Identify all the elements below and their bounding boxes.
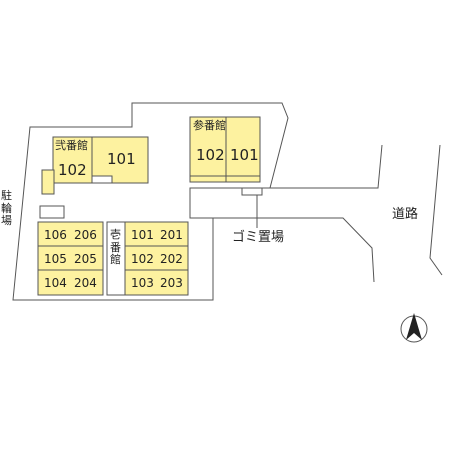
building-ni-extension <box>41 169 55 195</box>
building-san <box>189 116 261 183</box>
ichi-west-row-2-a: 105 <box>44 252 67 266</box>
ichi-west-row-1-a: 106 <box>44 228 67 242</box>
ichi-west-row-1-b: 206 <box>74 228 97 242</box>
building-ichi-east <box>124 221 189 296</box>
ichi-east-row-2-b: 202 <box>160 252 183 266</box>
building-ni-unit-102: 102 <box>58 161 87 179</box>
ichi-east-row-1-a: 101 <box>131 228 154 242</box>
building-ichi-west <box>37 221 104 296</box>
building-ichi-name: 壱 番 館 <box>109 228 122 267</box>
parking-label: 駐 輪 場 <box>0 189 13 228</box>
building-ni-name: 弐番館 <box>55 139 88 152</box>
building-ni-unit-101: 101 <box>107 150 136 168</box>
garbage-label: ゴミ置場 <box>232 230 285 245</box>
building-san-unit-101: 101 <box>230 146 259 164</box>
building-ni-main <box>52 136 149 184</box>
north-arrow-icon <box>400 313 428 343</box>
ichi-east-row-1-b: 201 <box>160 228 183 242</box>
parking-label-text: 駐 輪 場 <box>1 189 12 228</box>
ichi-east-row-3-a: 103 <box>131 276 154 290</box>
road-label: 道路 <box>392 207 419 222</box>
ichi-east-row-3-b: 203 <box>160 276 183 290</box>
ichi-west-row-2-b: 205 <box>74 252 97 266</box>
building-san-unit-102: 102 <box>196 146 225 164</box>
ichi-west-row-3-a: 104 <box>44 276 67 290</box>
road-edge-east <box>429 144 443 276</box>
ichi-east-row-2-a: 102 <box>131 252 154 266</box>
site-boundary <box>12 102 289 301</box>
building-ichi-name-text: 壱 番 館 <box>110 228 121 267</box>
building-san-name: 参番館 <box>193 119 226 132</box>
parking-box <box>39 205 65 219</box>
ichi-west-row-3-b: 204 <box>74 276 97 290</box>
building-ni-entrance <box>91 175 113 184</box>
garbage-box <box>241 187 263 196</box>
road-edge-south <box>190 217 375 283</box>
